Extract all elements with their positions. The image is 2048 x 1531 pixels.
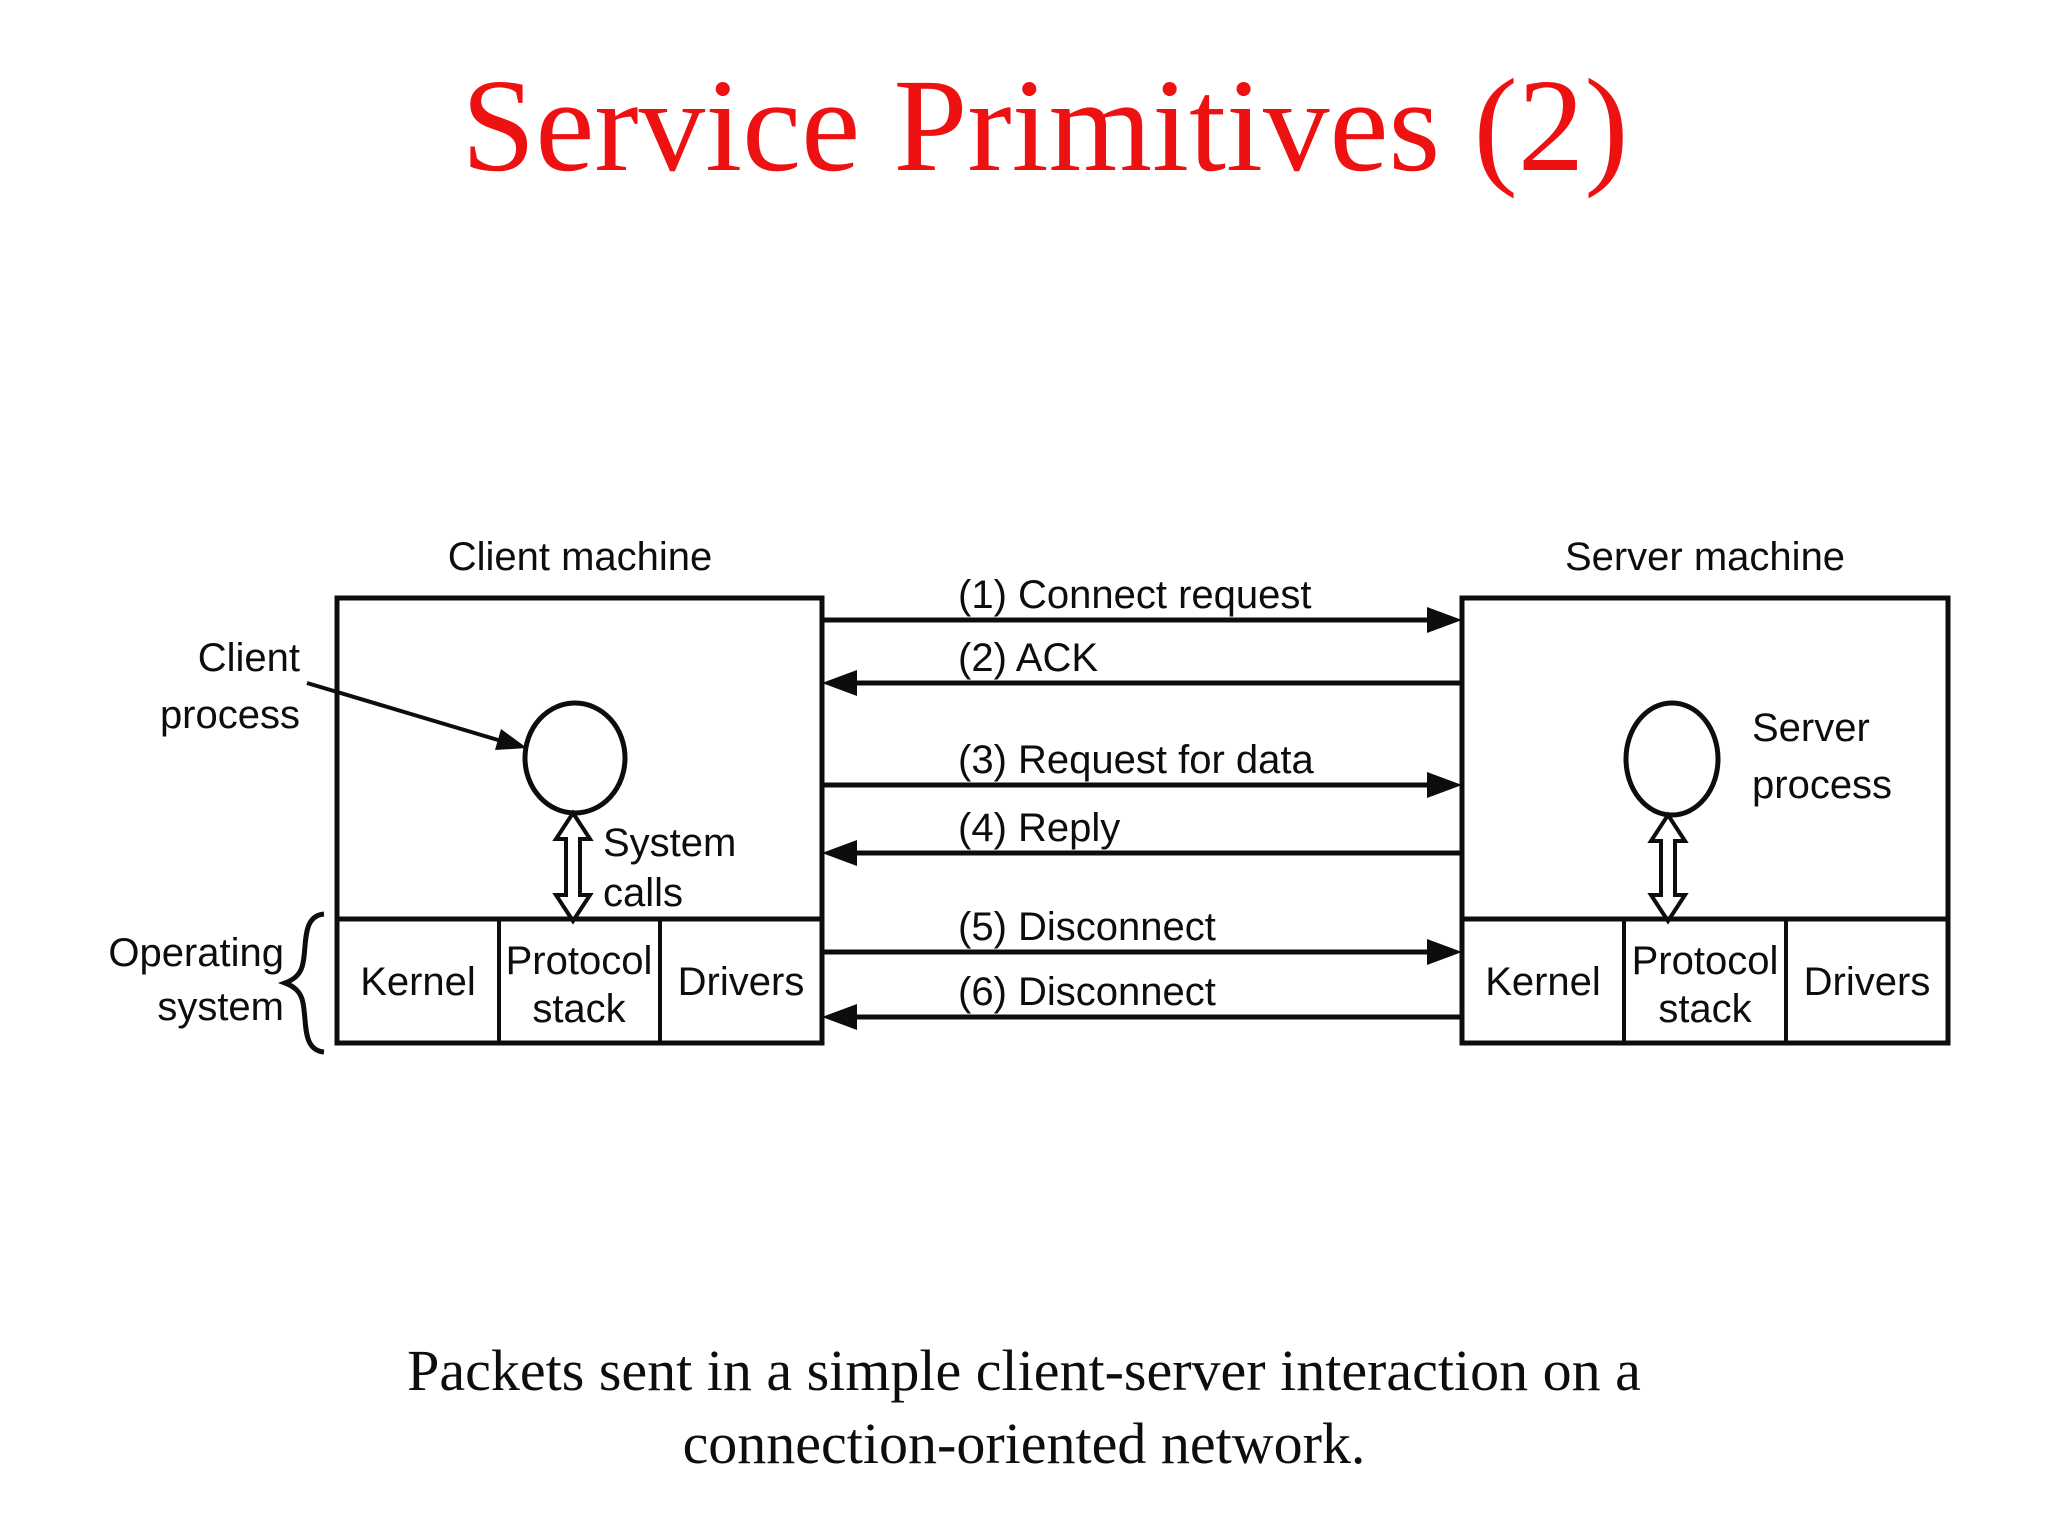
message-2-label: (2) ACK [958, 636, 1098, 680]
operating-system-label-line2: system [157, 985, 284, 1029]
operating-system-label-line1: Operating [108, 931, 284, 975]
server-machine-box [1459, 595, 1951, 1046]
client-machine-group: Client machine System calls Kernel Proto… [334, 535, 825, 1046]
message-6-label: (6) Disconnect [958, 970, 1216, 1014]
client-process-annotation: Client process [160, 636, 527, 750]
server-protocol-cell-label-line1: Protocol [1632, 939, 1779, 983]
server-drivers-cell-label: Drivers [1804, 960, 1931, 1004]
server-machine-group: Server machine Server process Kernel Pro… [1459, 535, 1951, 1046]
message-4-label: (4) Reply [958, 806, 1120, 850]
message-4-arrowhead-left [822, 840, 857, 866]
client-drivers-cell-label: Drivers [678, 960, 805, 1004]
server-process-label-line2: process [1752, 763, 1892, 807]
operating-system-annotation: Operating system [108, 911, 325, 1055]
slide-title: Service Primitives (2) [461, 51, 1628, 199]
client-protocol-cell-label-line2: stack [532, 987, 626, 1031]
server-machine-label: Server machine [1565, 535, 1845, 579]
message-5-label: (5) Disconnect [958, 905, 1216, 949]
caption-line-2: connection-oriented network. [683, 1411, 1366, 1476]
client-process-label-line1: Client [198, 636, 300, 680]
client-process-pointer-arrowhead [495, 729, 527, 750]
client-process-label-line2: process [160, 693, 300, 737]
operating-system-brace [277, 911, 325, 1055]
server-kernel-cell-label: Kernel [1485, 960, 1601, 1004]
message-3-arrowhead-right [1427, 772, 1462, 798]
client-kernel-cell-label: Kernel [360, 960, 476, 1004]
client-protocol-cell-label-line1: Protocol [506, 939, 653, 983]
system-calls-label-line1: System [603, 821, 736, 865]
client-machine-label: Client machine [448, 535, 713, 579]
message-1-label: (1) Connect request [958, 573, 1312, 617]
messages-group: (1) Connect request (2) ACK (3) Request … [822, 573, 1462, 1030]
message-5-arrowhead-right [1427, 939, 1462, 965]
client-process-circle [522, 700, 628, 816]
server-process-circle [1623, 700, 1721, 818]
server-process-label-line1: Server [1752, 706, 1870, 750]
message-1-arrowhead-right [1427, 607, 1462, 633]
client-process-pointer-line [306, 681, 499, 742]
server-protocol-cell-label-line2: stack [1658, 987, 1752, 1031]
system-calls-label-line2: calls [603, 871, 683, 915]
message-6-arrowhead-left [822, 1004, 857, 1030]
message-3-label: (3) Request for data [958, 738, 1314, 782]
caption-line-1: Packets sent in a simple client-server i… [407, 1338, 1641, 1403]
message-2-arrowhead-left [822, 670, 857, 696]
